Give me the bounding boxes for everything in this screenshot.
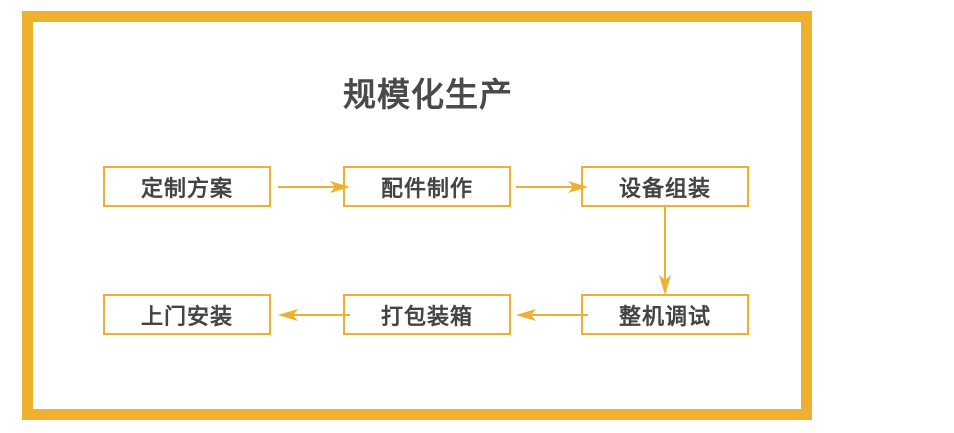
gold-frame-border: 规模化生产 定制方案 配件制作 设备组装 整机调试 打包装箱 上门安装 <box>22 11 812 420</box>
process-node-label: 上门安装 <box>140 303 233 329</box>
process-node-machine-debugging[interactable]: 整机调试 <box>581 294 749 335</box>
process-node-onsite-installation[interactable]: 上门安装 <box>103 294 271 335</box>
process-node-parts-fabrication[interactable]: 配件制作 <box>343 166 511 207</box>
process-node-equipment-assembly[interactable]: 设备组装 <box>581 166 749 207</box>
arrow-left-icon <box>516 305 588 325</box>
process-node-label: 打包装箱 <box>380 303 473 329</box>
process-node-packing-boxing[interactable]: 打包装箱 <box>343 294 511 335</box>
process-node-label: 配件制作 <box>380 175 473 201</box>
arrow-left-icon <box>278 305 350 325</box>
arrow-right-icon <box>278 177 350 197</box>
process-node-custom-plan[interactable]: 定制方案 <box>103 166 271 207</box>
arrow-down-icon <box>655 207 675 295</box>
process-node-label: 整机调试 <box>618 303 711 329</box>
arrow-right-icon <box>516 177 588 197</box>
process-node-label: 定制方案 <box>140 175 233 201</box>
page-title: 规模化生产 <box>343 76 513 113</box>
process-node-label: 设备组装 <box>618 175 711 201</box>
